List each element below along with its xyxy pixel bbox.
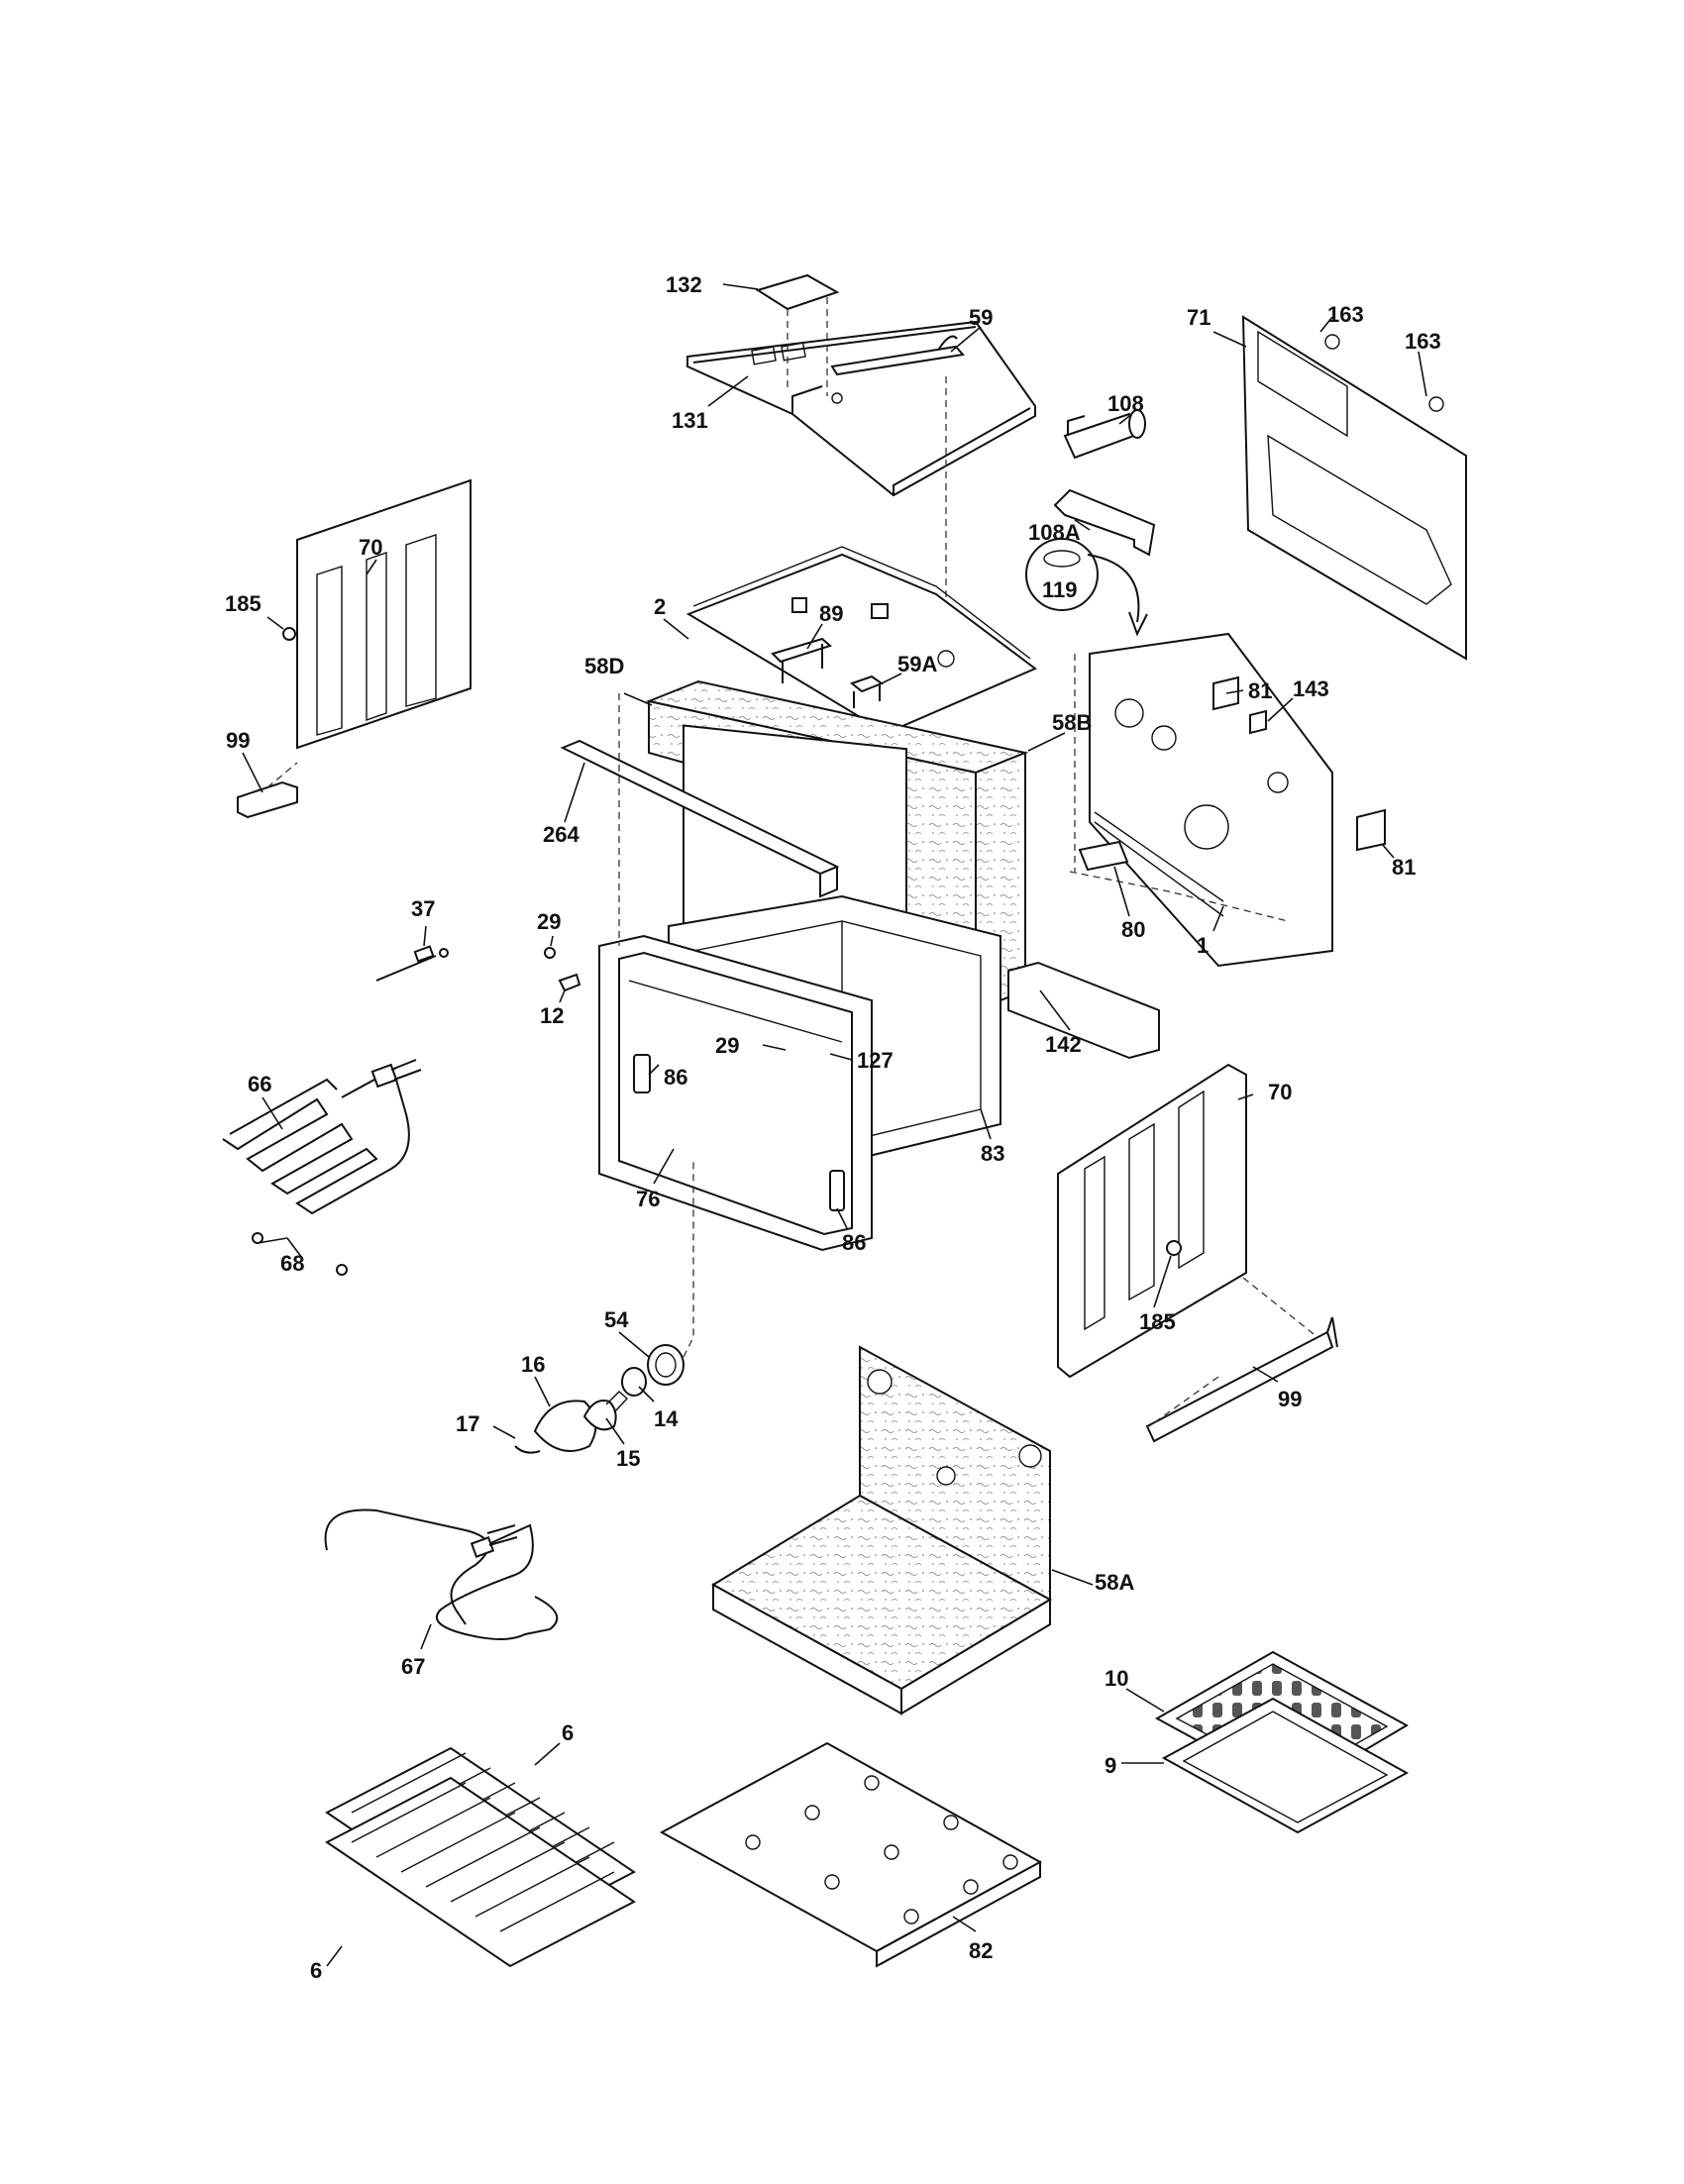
label-99-left: 99 bbox=[226, 728, 250, 753]
label-108a: 108A bbox=[1028, 520, 1081, 545]
label-83: 83 bbox=[981, 1141, 1004, 1166]
label-14: 14 bbox=[654, 1406, 679, 1431]
label-71: 71 bbox=[1187, 305, 1210, 330]
label-81-top: 81 bbox=[1248, 678, 1272, 703]
label-1: 1 bbox=[1197, 933, 1209, 958]
label-86-a: 86 bbox=[664, 1065, 687, 1090]
label-127: 127 bbox=[857, 1048, 894, 1073]
plate-132 bbox=[755, 273, 840, 396]
socket-14 bbox=[621, 1367, 647, 1397]
label-58b: 58B bbox=[1052, 710, 1092, 735]
rack-support-99-left bbox=[237, 780, 298, 819]
vent-trim-264 bbox=[560, 739, 840, 898]
wire-17 bbox=[514, 1445, 541, 1454]
label-10: 10 bbox=[1105, 1666, 1128, 1691]
label-12: 12 bbox=[540, 1003, 564, 1028]
label-142: 142 bbox=[1045, 1032, 1082, 1057]
label-6-top: 6 bbox=[562, 1720, 574, 1745]
alignment-line-e bbox=[266, 762, 298, 788]
label-68: 68 bbox=[280, 1251, 304, 1276]
label-76: 76 bbox=[636, 1187, 660, 1211]
label-119: 119 bbox=[1042, 577, 1078, 602]
hinge-12 bbox=[558, 973, 581, 992]
light-lens-16 bbox=[533, 1400, 597, 1452]
label-15: 15 bbox=[616, 1446, 640, 1471]
label-185-right: 185 bbox=[1139, 1309, 1176, 1334]
label-89: 89 bbox=[819, 601, 843, 626]
label-6-bottom: 6 bbox=[310, 1958, 322, 1983]
label-264: 264 bbox=[543, 822, 579, 847]
top-panel-2 bbox=[685, 546, 1037, 735]
label-81-side: 81 bbox=[1392, 855, 1416, 880]
clip-143 bbox=[1249, 709, 1267, 735]
side-panel-70-right bbox=[1057, 1063, 1247, 1379]
label-58a: 58A bbox=[1095, 1570, 1134, 1595]
label-80: 80 bbox=[1121, 917, 1145, 942]
screw-29-top bbox=[544, 947, 556, 959]
channel-142 bbox=[1007, 961, 1160, 1060]
side-panel-70-left bbox=[282, 478, 472, 750]
alignment-line-b bbox=[1069, 871, 1289, 922]
leader-lines bbox=[242, 283, 1427, 1967]
rack-support-99-right bbox=[1145, 1316, 1338, 1443]
label-108: 108 bbox=[1107, 391, 1144, 416]
sensor-tube-59 bbox=[830, 335, 965, 634]
label-99-right: 99 bbox=[1278, 1387, 1302, 1411]
bracket-81-top bbox=[1212, 676, 1239, 711]
socket-housing-54 bbox=[647, 1344, 684, 1386]
label-70-right: 70 bbox=[1268, 1080, 1292, 1104]
label-143: 143 bbox=[1293, 676, 1329, 701]
label-82: 82 bbox=[969, 1938, 993, 1963]
insulation-58d bbox=[645, 679, 1029, 1012]
bracket-80 bbox=[1078, 840, 1129, 872]
bottom-panel-82 bbox=[659, 1741, 1043, 1968]
alignment-line-c bbox=[1148, 1376, 1219, 1427]
cooling-fan-108 bbox=[1063, 409, 1146, 460]
label-131: 131 bbox=[672, 408, 708, 433]
side-panel-71 bbox=[1241, 315, 1467, 661]
bracket-89 bbox=[771, 637, 832, 683]
sensor-probe-37 bbox=[375, 945, 449, 982]
label-163-b: 163 bbox=[1405, 329, 1441, 354]
label-54: 54 bbox=[604, 1307, 629, 1332]
label-163-a: 163 bbox=[1327, 302, 1364, 327]
label-16: 16 bbox=[521, 1352, 545, 1377]
label-66: 66 bbox=[248, 1072, 271, 1096]
label-58d: 58D bbox=[584, 654, 624, 678]
label-70-left: 70 bbox=[359, 535, 382, 560]
label-29-top: 29 bbox=[537, 909, 561, 934]
fan-bracket-108a bbox=[1053, 488, 1156, 557]
label-9: 9 bbox=[1105, 1753, 1116, 1778]
bake-element-67 bbox=[324, 1508, 559, 1640]
oven-rack-6-bottom bbox=[325, 1776, 636, 1968]
alignment-line-d bbox=[1242, 1277, 1318, 1338]
part-labels: 132 131 59 108 108A 163 163 71 70 185 99… bbox=[225, 272, 1441, 1983]
broil-pan-9 bbox=[1161, 1697, 1410, 1834]
label-185-left: 185 bbox=[225, 591, 262, 616]
top-hood-131 bbox=[686, 320, 1036, 497]
label-2: 2 bbox=[654, 594, 666, 619]
bracket-81-side bbox=[1356, 808, 1386, 852]
door-frame-76 bbox=[598, 934, 873, 1252]
label-59a: 59A bbox=[897, 652, 937, 676]
label-29-inner: 29 bbox=[715, 1033, 739, 1058]
insulation-58a bbox=[711, 1345, 1053, 1716]
light-bulb-15 bbox=[582, 1391, 629, 1431]
label-67: 67 bbox=[401, 1654, 425, 1679]
label-59: 59 bbox=[969, 305, 993, 330]
label-86-b: 86 bbox=[842, 1230, 866, 1255]
label-132: 132 bbox=[666, 272, 702, 297]
label-37: 37 bbox=[411, 896, 435, 921]
broil-element-66 bbox=[222, 1059, 422, 1215]
thermostat-119-callout bbox=[1025, 538, 1148, 637]
label-17: 17 bbox=[456, 1411, 479, 1436]
